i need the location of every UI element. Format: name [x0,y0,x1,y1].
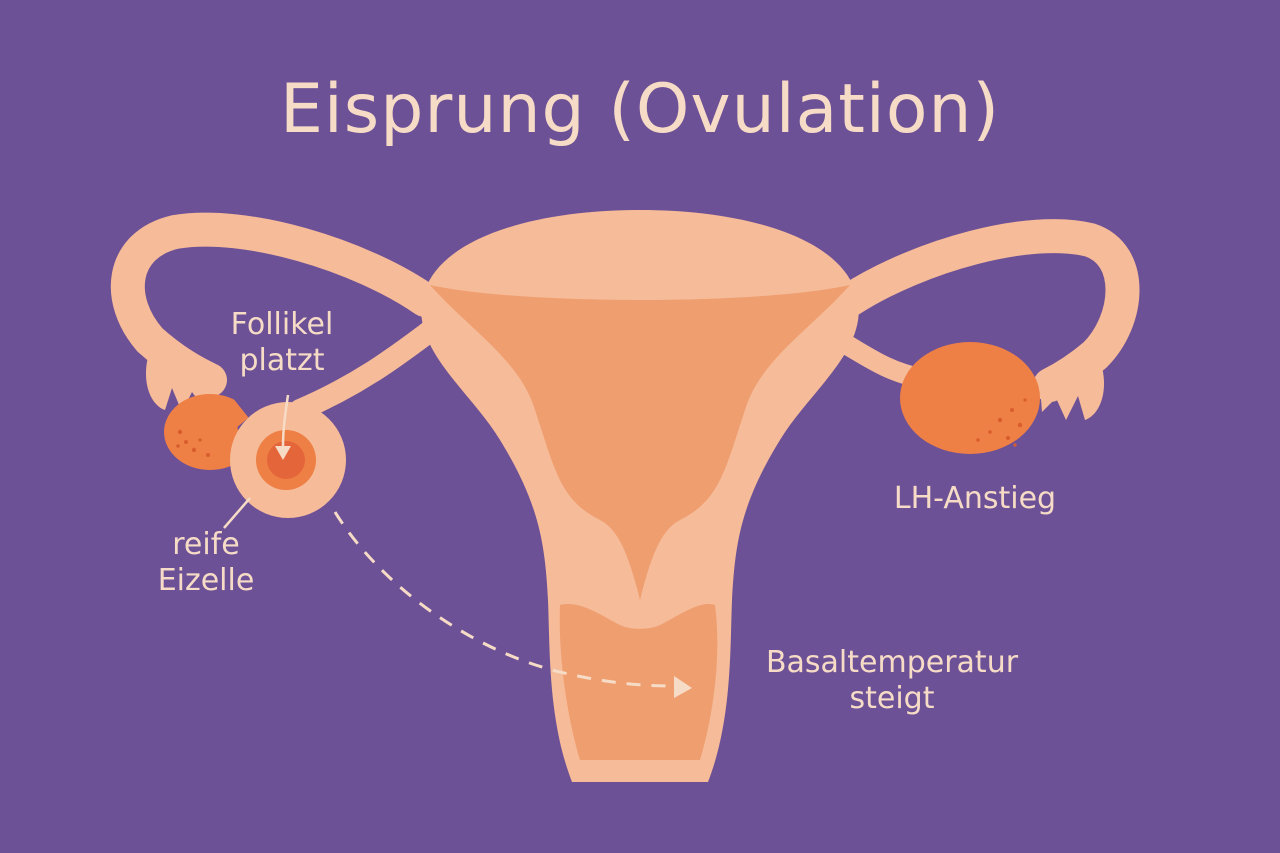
egg-label-line1: reife [172,527,240,562]
follicle-label-line2: platzt [239,343,325,378]
right-fimbriae [1040,360,1105,420]
egg-label: reife Eizelle [126,527,286,599]
lh-label: LH-Anstieg [893,481,1057,516]
cervix [559,604,718,760]
egg-travel-arrow [333,511,677,688]
page-title: Eisprung (Ovulation) [279,70,1001,149]
follicle-label: Follikel platzt [212,307,352,379]
uterine-cavity [430,285,850,600]
temperature-label-line1: Basaltemperatur [765,645,1019,680]
egg-label-line2: Eizelle [157,563,255,598]
follicle-pointer [281,394,290,447]
egg-pointer [223,497,251,529]
temperature-label: Basaltemperatur steigt [742,645,1042,717]
right-fallopian-tube [833,219,1140,402]
follicle-label-line1: Follikel [230,307,334,342]
temperature-label-line2: steigt [849,681,935,716]
left-fallopian-tube [110,212,442,397]
mature-egg [230,402,346,518]
right-ovary [900,342,1040,454]
follicle-pointer-head [275,446,291,460]
egg-travel-arrowhead [674,676,692,698]
